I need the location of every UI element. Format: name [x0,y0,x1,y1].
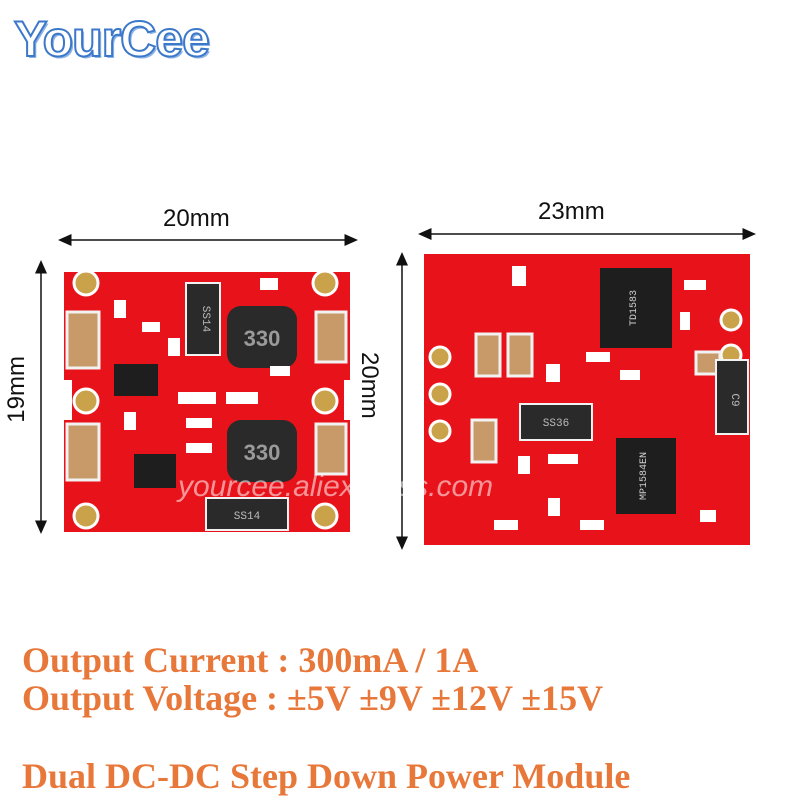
spec-output-current: Output Current : 300mA / 1A [22,640,479,680]
right-ic-top-marking: TD1583 [629,290,640,326]
spec-output-voltage: Output Voltage : ±5V ±9V ±12V ±15V [22,678,604,718]
left-diode-top-marking: SS14 [199,306,211,333]
left-pcb-module: 330 330 SS14 SS14 [58,269,358,532]
left-width-label: 20mm [163,205,230,232]
inductor-1-marking: 330 [244,326,281,351]
right-pcb-module: TD1583 MP1584EN SS36 C9 [424,254,750,545]
right-diode-mid-marking: SS36 [543,418,569,430]
right-width-label: 23mm [538,198,605,225]
left-diode-bottom-marking: SS14 [234,511,261,523]
right-diode-edge-marking: C9 [728,393,740,406]
brand-logo: YourCee [13,10,211,68]
right-ic-bottom-marking: MP1584EN [639,452,650,500]
right-height-label: 20mm [356,352,383,419]
product-title: Dual DC-DC Step Down Power Module [22,756,631,796]
watermark-text: yourcee.aliexpress.com [178,470,494,503]
dimension-arrows [35,228,756,550]
inductor-2-marking: 330 [244,440,281,465]
